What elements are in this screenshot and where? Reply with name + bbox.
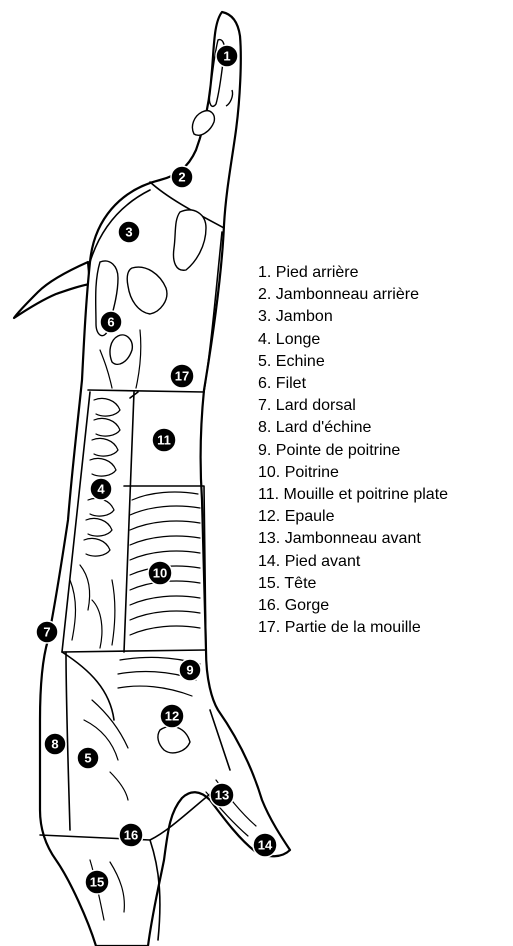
badge-15: 15 — [85, 870, 109, 894]
svg-text:4: 4 — [97, 482, 105, 497]
legend-item-jambon: 3. Jambon — [258, 306, 448, 328]
legend-item-jambonneau-avant: 13. Jambonneau avant — [258, 528, 448, 550]
badge-1: 1 — [216, 45, 238, 67]
cuts-legend: 1. Pied arrière 2. Jambonneau arrière 3.… — [258, 262, 448, 639]
legend-item-pied-avant: 14. Pied avant — [258, 551, 448, 573]
badge-7: 7 — [36, 621, 58, 643]
legend-item-longe: 4. Longe — [258, 329, 448, 351]
tail — [14, 262, 90, 318]
carcass-outline — [40, 12, 290, 946]
svg-text:2: 2 — [178, 170, 185, 185]
legend-item-filet: 6. Filet — [258, 373, 448, 395]
svg-text:5: 5 — [84, 751, 91, 766]
legend-item-pointe-de-poitrine: 9. Pointe de poitrine — [258, 440, 448, 462]
legend-item-epaule: 12. Epaule — [258, 506, 448, 528]
svg-text:17: 17 — [175, 369, 189, 384]
badge-11: 11 — [152, 428, 176, 452]
svg-text:13: 13 — [215, 788, 229, 803]
svg-text:10: 10 — [153, 566, 167, 581]
badge-3: 3 — [118, 221, 140, 243]
legend-item-lard-echine: 8. Lard d'échine — [258, 417, 448, 439]
badge-13: 13 — [210, 783, 234, 807]
svg-text:6: 6 — [107, 315, 114, 330]
svg-text:11: 11 — [157, 433, 171, 448]
svg-text:16: 16 — [124, 828, 138, 843]
svg-text:7: 7 — [43, 625, 50, 640]
legend-item-lard-dorsal: 7. Lard dorsal — [258, 395, 448, 417]
legend-item-gorge: 16. Gorge — [258, 595, 448, 617]
badge-10: 10 — [148, 561, 172, 585]
svg-text:3: 3 — [125, 225, 132, 240]
badge-17: 17 — [170, 364, 194, 388]
badge-16: 16 — [119, 823, 143, 847]
legend-item-mouille-et-poitrine-plate: 11. Mouille et poitrine plate — [258, 484, 448, 506]
legend-item-jambonneau-arriere: 2. Jambonneau arrière — [258, 284, 448, 306]
legend-item-echine: 5. Echine — [258, 351, 448, 373]
svg-text:9: 9 — [186, 663, 193, 678]
badge-8: 8 — [44, 733, 66, 755]
svg-text:15: 15 — [90, 875, 104, 890]
badge-12: 12 — [160, 704, 184, 728]
svg-text:8: 8 — [51, 737, 58, 752]
badge-2: 2 — [171, 166, 193, 188]
svg-text:1: 1 — [223, 49, 230, 64]
legend-item-partie-de-la-mouille: 17. Partie de la mouille — [258, 617, 448, 639]
badge-4: 4 — [90, 478, 112, 500]
svg-text:12: 12 — [165, 709, 179, 724]
legend-item-poitrine: 10. Poitrine — [258, 462, 448, 484]
legend-item-pied-arriere: 1. Pied arrière — [258, 262, 448, 284]
svg-text:14: 14 — [258, 838, 273, 853]
badge-6: 6 — [100, 311, 122, 333]
legend-item-tete: 15. Tête — [258, 573, 448, 595]
badge-9: 9 — [179, 659, 201, 681]
badge-5: 5 — [77, 747, 99, 769]
badge-14: 14 — [253, 833, 277, 857]
